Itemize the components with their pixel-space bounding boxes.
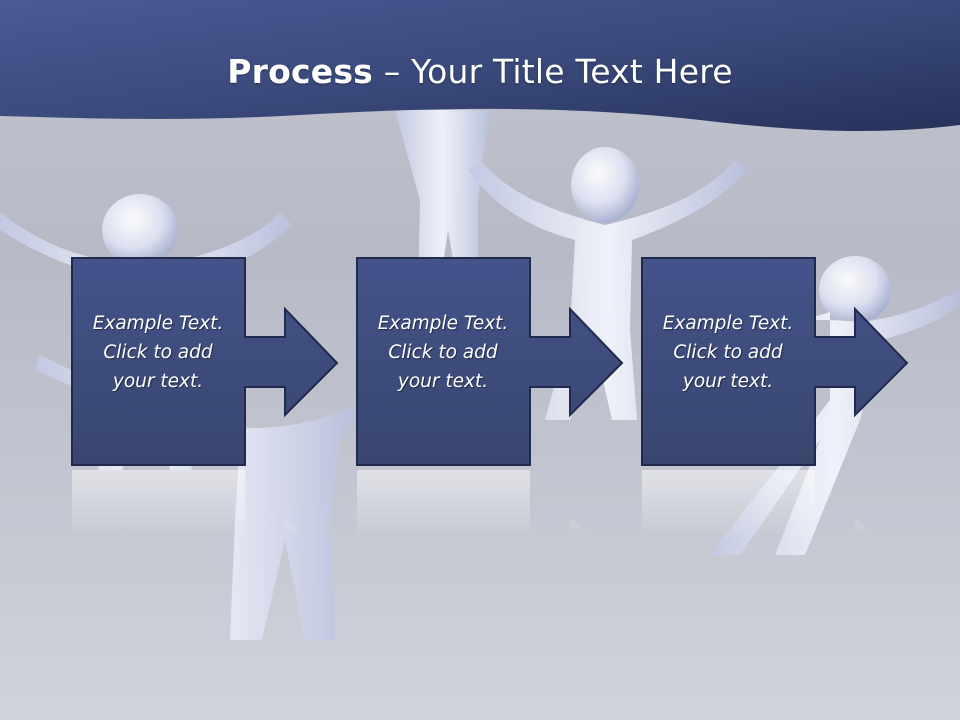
step-text-line-2: Click to add [103, 342, 213, 363]
step-arrow-shape [641, 257, 909, 466]
step-text-line-1: Example Text. [92, 313, 224, 334]
step-text-line-3: your text. [397, 371, 489, 392]
step-text-line-1: Example Text. [662, 313, 794, 334]
step-text-line-2: Click to add [673, 342, 783, 363]
title-bold-part: Process [227, 52, 374, 91]
step-text[interactable]: Example Text. Click to add your text. [641, 309, 815, 396]
step-text[interactable]: Example Text. Click to add your text. [356, 309, 530, 396]
step-reflection [357, 470, 588, 539]
title-rest-part: – Your Title Text Here [373, 52, 733, 91]
step-reflection [72, 470, 303, 539]
slide-title[interactable]: Process – Your Title Text Here [0, 52, 960, 91]
step-reflection [642, 470, 873, 539]
step-text-line-1: Example Text. [377, 313, 509, 334]
title-banner [0, 0, 960, 132]
step-arrow-shape [71, 257, 339, 466]
step-arrow-shape [356, 257, 624, 466]
step-text-line-2: Click to add [388, 342, 498, 363]
process-step-3[interactable]: Example Text. Click to add your text. [641, 257, 960, 557]
step-text-line-3: your text. [682, 371, 774, 392]
step-text-line-3: your text. [112, 371, 204, 392]
process-step-1[interactable]: Example Text. Click to add your text. [71, 257, 411, 557]
process-step-2[interactable]: Example Text. Click to add your text. [356, 257, 696, 557]
step-text[interactable]: Example Text. Click to add your text. [71, 309, 245, 396]
